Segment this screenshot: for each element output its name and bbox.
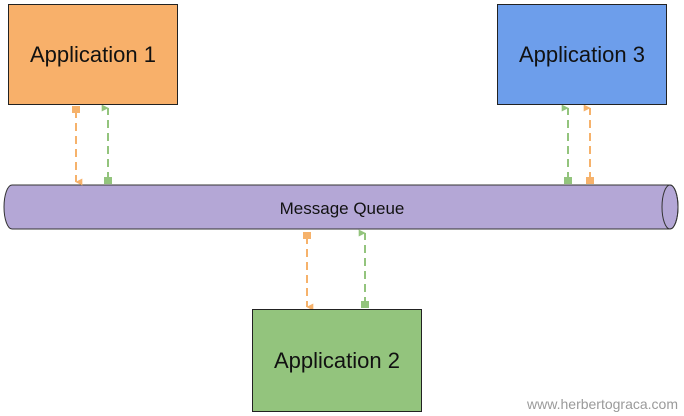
message-queue bbox=[3, 184, 679, 230]
application-1-label: Application 1 bbox=[30, 41, 156, 67]
message-queue-end-cap bbox=[661, 184, 679, 230]
application-2-node: Application 2 bbox=[252, 309, 422, 412]
app1-publish-anchor bbox=[72, 106, 80, 113]
app2-publish-anchor bbox=[303, 232, 311, 239]
app2-consume-anchor bbox=[361, 301, 369, 308]
app1-connections bbox=[72, 104, 112, 186]
app3-publish-anchor bbox=[586, 177, 594, 184]
app3-connections bbox=[561, 104, 594, 184]
app3-consume-anchor bbox=[564, 177, 572, 184]
app2-connections bbox=[303, 229, 369, 311]
app1-consume-anchor bbox=[104, 177, 112, 184]
message-queue-label: Message Queue bbox=[279, 199, 405, 218]
watermark: www.herbertograca.com bbox=[527, 396, 678, 412]
application-2-label: Application 2 bbox=[274, 347, 400, 373]
application-3-label: Application 3 bbox=[519, 41, 645, 67]
application-1-node: Application 1 bbox=[8, 4, 178, 105]
application-3-node: Application 3 bbox=[497, 4, 667, 105]
